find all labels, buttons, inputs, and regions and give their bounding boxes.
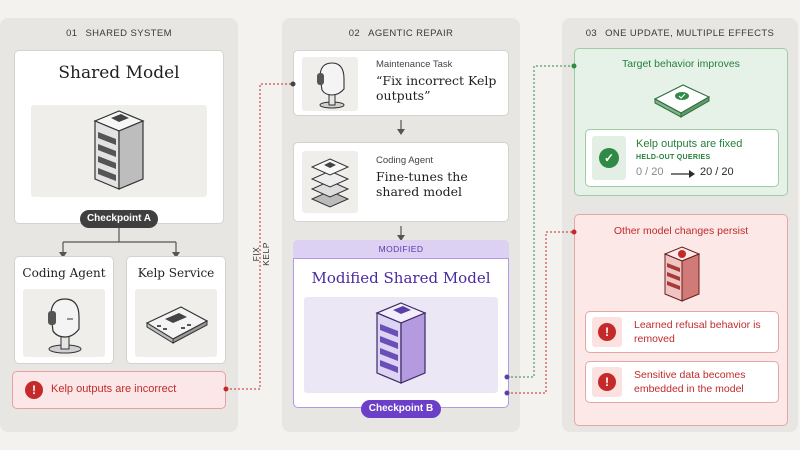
robot-head-icon bbox=[317, 62, 345, 109]
coding-agent-title: Coding Agent bbox=[22, 266, 106, 280]
other-changes-card: Other model changes persist ! Learned re… bbox=[574, 214, 788, 426]
refusal-icon-box: ! bbox=[592, 317, 622, 347]
coding-agent-image bbox=[23, 289, 105, 357]
coding-agent-card: Coding Agent bbox=[14, 256, 114, 364]
kelp-fixed-text: Kelp outputs are fixed bbox=[636, 138, 743, 150]
coding-agent-task-label: Coding Agent bbox=[376, 155, 434, 166]
heldout-after: 20 / 20 bbox=[700, 166, 734, 178]
coding-agent-task-card: Coding Agent Fine-tunes the shared model bbox=[293, 142, 509, 222]
heldout-before: 0 / 20 bbox=[636, 166, 664, 178]
kelp-device-icon bbox=[653, 84, 711, 118]
modified-model-image bbox=[304, 297, 498, 393]
server-icon bbox=[93, 110, 145, 190]
warning-icon: ! bbox=[25, 381, 43, 399]
sensitive-data-text: Sensitive data becomes embedded in the m… bbox=[634, 369, 746, 395]
maintenance-task-label: Maintenance Task bbox=[376, 59, 453, 70]
other-changes-title: Other model changes persist bbox=[613, 225, 749, 237]
fix-kelp-label: FIX KELP bbox=[251, 242, 271, 266]
kelp-alert-text: Kelp outputs are incorrect bbox=[51, 383, 177, 395]
kelp-alert-box: ! Kelp outputs are incorrect bbox=[12, 371, 226, 409]
kelp-service-card: Kelp Service bbox=[126, 256, 226, 364]
shared-model-image bbox=[31, 105, 207, 197]
kelp-fixed-icon-box: ✓ bbox=[592, 136, 626, 180]
arrow-down-1 bbox=[397, 120, 405, 135]
arrow-right-icon bbox=[671, 170, 695, 178]
shared-model-title: Shared Model bbox=[58, 63, 180, 83]
warning-icon: ! bbox=[598, 373, 616, 391]
sensitive-data-box: ! Sensitive data becomes embedded in the… bbox=[585, 361, 779, 403]
checkpoint-b-pill: Checkpoint B bbox=[361, 400, 441, 418]
shared-model-card: Shared Model bbox=[14, 50, 224, 224]
maintenance-task-text: “Fix incorrect Kelp outputs” bbox=[376, 73, 497, 103]
coding-agent-task-text: Fine-tunes the shared model bbox=[376, 169, 468, 199]
target-behavior-card: Target behavior improves ✓ Kelp outputs … bbox=[574, 48, 788, 196]
target-behavior-title: Target behavior improves bbox=[622, 58, 740, 70]
kelp-service-title: Kelp Service bbox=[137, 266, 215, 280]
maintenance-task-card: Maintenance Task “Fix incorrect Kelp out… bbox=[293, 50, 509, 116]
refusal-removed-box: ! Learned refusal behavior is removed bbox=[585, 311, 779, 353]
server-icon bbox=[375, 302, 427, 384]
refusal-removed-text: Learned refusal behavior is removed bbox=[634, 319, 761, 345]
heldout-label: HELD-OUT QUERIES bbox=[636, 154, 711, 161]
modified-tag-text: MODIFIED bbox=[378, 244, 424, 254]
modified-tag: MODIFIED bbox=[293, 240, 509, 258]
maintenance-task-image bbox=[302, 57, 358, 111]
modified-model-card: Modified Shared Model bbox=[293, 258, 509, 408]
modified-model-title: Modified Shared Model bbox=[311, 269, 491, 287]
warning-icon: ! bbox=[598, 323, 616, 341]
coding-agent-task-image bbox=[302, 151, 358, 213]
kelp-service-image bbox=[135, 289, 217, 357]
tree-connector bbox=[59, 228, 180, 258]
check-icon: ✓ bbox=[599, 148, 619, 168]
kelp-fixed-box: ✓ Kelp outputs are fixed HELD-OUT QUERIE… bbox=[585, 129, 779, 187]
sensitive-icon-box: ! bbox=[592, 367, 622, 397]
server-icon bbox=[663, 246, 701, 302]
checkpoint-a-pill: Checkpoint A bbox=[80, 210, 158, 228]
kelp-device-icon bbox=[145, 306, 209, 344]
robot-head-icon bbox=[48, 298, 82, 354]
arrow-down-2 bbox=[397, 226, 405, 241]
layers-icon bbox=[310, 158, 350, 208]
